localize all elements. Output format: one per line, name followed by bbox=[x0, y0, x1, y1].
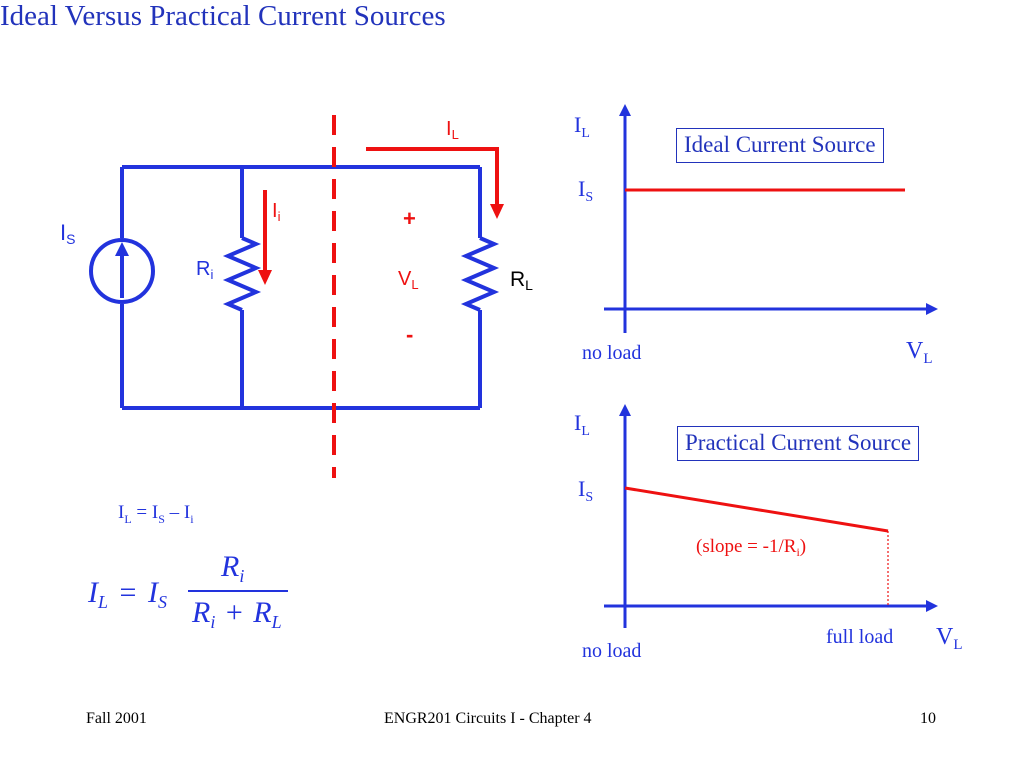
current-source-icon bbox=[89, 238, 155, 304]
internal-current-label: Ii bbox=[272, 200, 281, 224]
footer-course: ENGR201 Circuits I - Chapter 4 bbox=[384, 710, 592, 727]
load-current-label: IL bbox=[446, 118, 459, 142]
equation-simple: IL = IS – Ii bbox=[118, 502, 194, 526]
ideal-level-label: IS bbox=[578, 176, 594, 205]
slide-title: Ideal Versus Practical Current Sources bbox=[0, 0, 446, 32]
practical-graph-axes bbox=[604, 404, 938, 628]
load-resistor-icon bbox=[460, 236, 500, 312]
ideal-graph-axes bbox=[604, 104, 938, 333]
practical-origin-label: no load bbox=[582, 640, 642, 662]
ideal-graph-label: Ideal Current Source bbox=[676, 128, 884, 163]
load-resistor-label: RL bbox=[510, 268, 533, 293]
internal-resistor-icon bbox=[222, 236, 262, 312]
full-load-label: full load bbox=[826, 626, 894, 648]
practical-current-line bbox=[624, 486, 889, 533]
footer-page-number: 10 bbox=[920, 710, 936, 727]
plus-sign: + bbox=[403, 206, 416, 231]
internal-resistor-label: Ri bbox=[196, 258, 214, 282]
load-current-arrow bbox=[366, 147, 504, 219]
ideal-origin-label: no load bbox=[582, 342, 642, 364]
ideal-y-axis-label: IL bbox=[574, 112, 590, 141]
practical-x-axis-label: VL bbox=[936, 624, 963, 653]
ideal-x-axis-label: VL bbox=[906, 338, 933, 367]
fraction-bar bbox=[188, 590, 288, 592]
minus-sign: - bbox=[406, 322, 414, 347]
internal-current-arrow bbox=[258, 190, 272, 285]
source-label: IS bbox=[60, 220, 76, 247]
practical-level-label: IS bbox=[578, 476, 594, 505]
practical-y-axis-label: IL bbox=[574, 410, 590, 439]
footer-date: Fall 2001 bbox=[86, 710, 147, 727]
circuit-wires bbox=[120, 165, 482, 410]
practical-graph-label: Practical Current Source bbox=[677, 426, 920, 461]
slope-label: (slope = -1/Ri) bbox=[696, 536, 807, 559]
load-voltage-label: VL bbox=[398, 268, 419, 292]
